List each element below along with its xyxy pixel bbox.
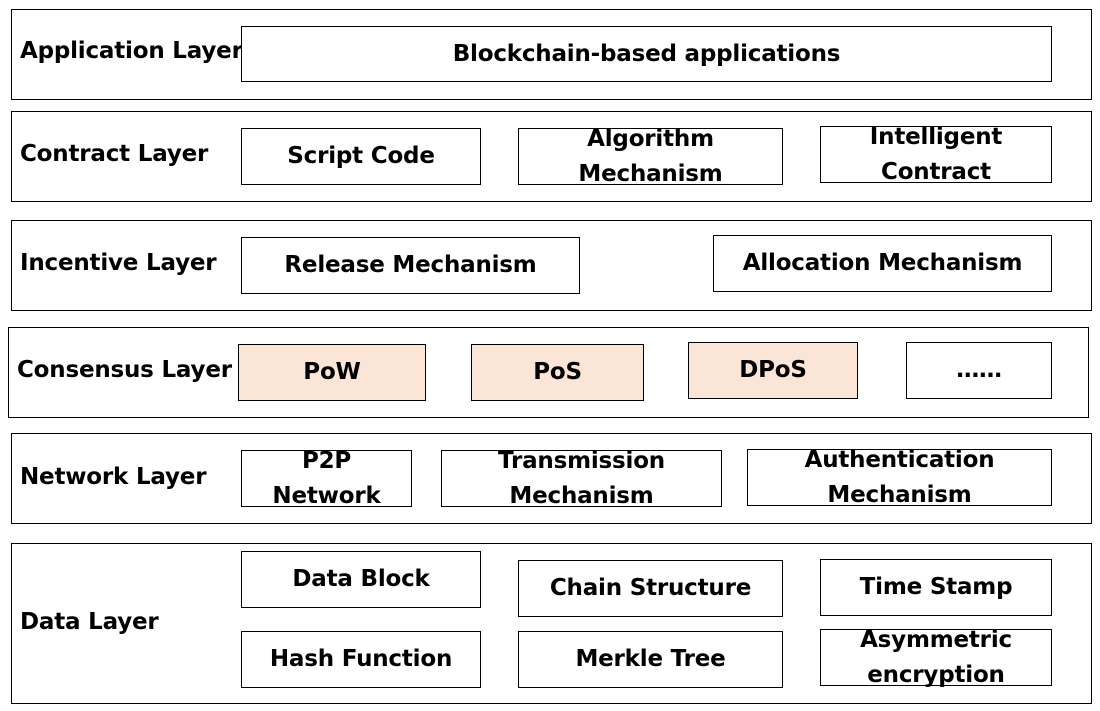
incentive-layer-label: Incentive Layer: [20, 250, 217, 276]
contract-layer-label: Contract Layer: [20, 141, 209, 167]
dpos-box: DPoS: [688, 342, 858, 399]
data-layer-label: Data Layer: [20, 609, 159, 635]
hash-function-box: Hash Function: [241, 631, 481, 688]
time-stamp-box: Time Stamp: [820, 559, 1052, 616]
application-layer-label: Application Layer: [20, 38, 243, 64]
intelligent-contract-box: Intelligent Contract: [820, 124, 1052, 185]
consensus-layer-label: Consensus Layer: [17, 357, 232, 383]
script-code-box: Script Code: [241, 128, 481, 185]
p2p-network-box: P2P Network: [241, 448, 412, 509]
release-mechanism-box: Release Mechanism: [241, 237, 580, 294]
pow-box: PoW: [238, 344, 426, 401]
network-layer-label: Network Layer: [20, 464, 207, 490]
allocation-mechanism-box: Allocation Mechanism: [713, 235, 1052, 292]
algorithm-mechanism-box: Algorithm Mechanism: [518, 126, 783, 187]
blockchain-applications-box: Blockchain-based applications: [241, 26, 1052, 82]
transmission-mechanism-box: Transmission Mechanism: [441, 448, 722, 509]
authentication-mechanism-box: Authentication Mechanism: [747, 447, 1052, 508]
pos-box: PoS: [471, 344, 644, 401]
data-block-box: Data Block: [241, 551, 481, 608]
merkle-tree-box: Merkle Tree: [518, 631, 783, 688]
ellipsis-box: ……: [906, 342, 1052, 399]
chain-structure-box: Chain Structure: [518, 560, 783, 617]
asymmetric-encryption-box: Asymmetric encryption: [820, 627, 1052, 688]
